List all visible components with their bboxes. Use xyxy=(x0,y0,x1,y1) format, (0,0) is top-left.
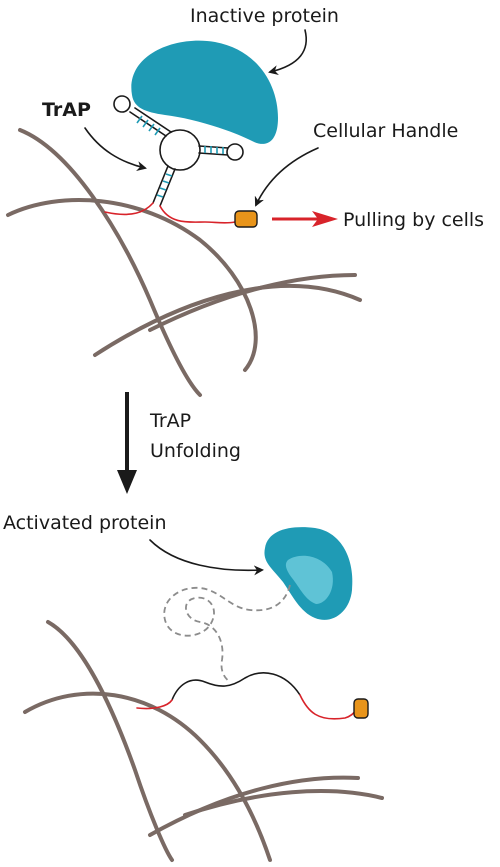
trap-loop-upper xyxy=(113,95,131,113)
activated-linker-right xyxy=(299,694,358,720)
bottom-fiber-1 xyxy=(46,620,174,862)
bottom-fibers xyxy=(23,620,384,862)
label-pulling-by-cells: Pulling by cells xyxy=(343,209,484,231)
bottom-fiber-4 xyxy=(183,789,384,817)
trap-stem-lower-rungs xyxy=(156,173,173,198)
top-fiber-3 xyxy=(93,283,362,357)
bottom-panel: Activated protein xyxy=(3,512,384,862)
arrow-activated-protein xyxy=(149,539,264,576)
top-fiber-2 xyxy=(6,198,258,372)
trap-central-loop xyxy=(159,129,201,171)
activated-linker-left xyxy=(136,699,173,710)
top-fiber-1 xyxy=(18,128,202,397)
label-transition-line1: TrAP xyxy=(149,410,191,432)
trap-linker-right xyxy=(159,205,236,224)
trap-loop-right xyxy=(226,143,244,161)
label-activated-protein: Activated protein xyxy=(3,512,167,534)
arrow-inactive-protein xyxy=(268,29,307,76)
label-cellular-handle: Cellular Handle xyxy=(313,120,458,142)
arrow-cellular-handle xyxy=(254,147,319,207)
activated-protein-highlight xyxy=(285,555,333,604)
label-inactive-protein: Inactive protein xyxy=(190,5,339,27)
label-transition-line2: Unfolding xyxy=(150,440,241,462)
bottom-fiber-3 xyxy=(148,775,360,837)
transition-arrow-head xyxy=(117,470,137,494)
bottom-fiber-2 xyxy=(23,691,272,862)
unfolded-strand xyxy=(171,672,301,701)
transition: TrAP Unfolding xyxy=(117,392,241,494)
trap-linker-left xyxy=(104,202,154,216)
pulling-arrow xyxy=(272,211,338,227)
arrow-trap xyxy=(84,127,147,171)
trap-stem-upper-rungs xyxy=(136,115,161,136)
activated-handle xyxy=(353,698,369,719)
cellular-handle xyxy=(234,210,258,228)
label-trap: TrAP xyxy=(42,99,91,121)
trap-stem-right-rungs xyxy=(204,146,224,154)
top-fiber-4 xyxy=(148,273,357,332)
inactive-protein-shape xyxy=(131,40,278,144)
trap-structure xyxy=(113,95,244,207)
top-panel: Inactive protein TrAP Cellular Handle Pu… xyxy=(6,5,484,397)
top-fibers xyxy=(6,128,362,397)
unfolded-trap-dashed xyxy=(163,584,291,683)
